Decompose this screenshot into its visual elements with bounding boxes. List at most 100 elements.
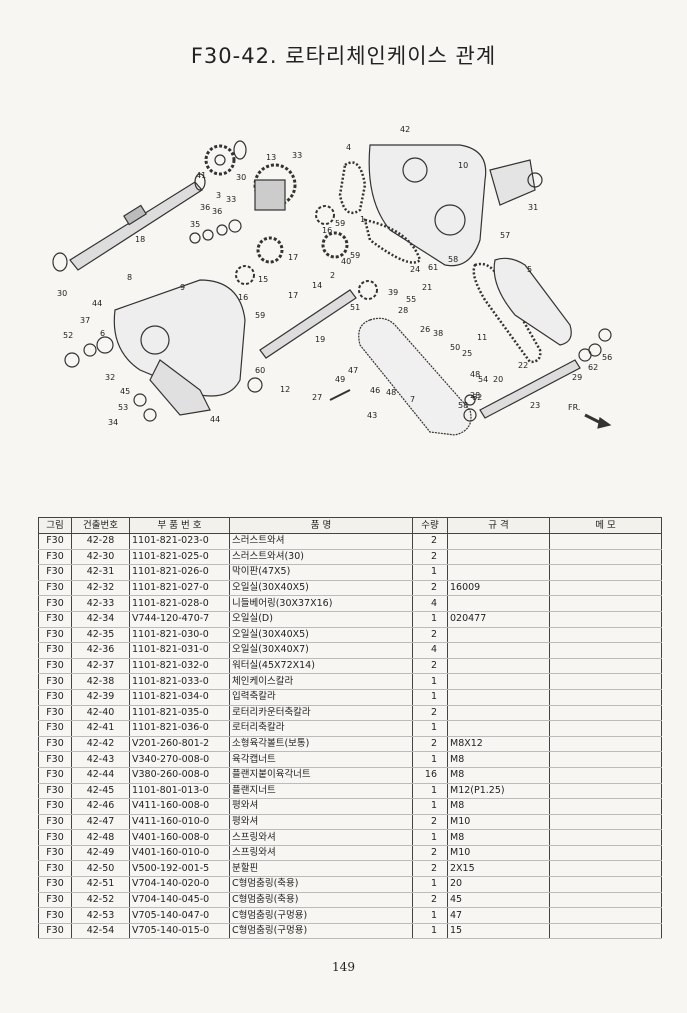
header-quantity: 수량: [412, 517, 448, 534]
callout-label: 5: [527, 265, 532, 274]
cell-part-no: 1101-821-027-0: [129, 579, 230, 597]
cell-memo: [549, 798, 662, 815]
cell-memo: [549, 922, 662, 940]
cell-part-no: 1101-821-036-0: [129, 720, 230, 737]
cell-figure: F30: [38, 860, 72, 878]
callout-label: 46: [370, 386, 380, 395]
cell-part-name: C형멈춤링(축용): [229, 891, 413, 909]
cell-quantity: 1: [412, 782, 448, 800]
header-part-name: 품 명: [229, 517, 413, 534]
header-figure: 그림: [38, 517, 72, 534]
callout-label: 8: [127, 273, 132, 282]
callout-label: 42: [400, 125, 410, 134]
cell-quantity: 2: [412, 844, 448, 862]
callout-label: 26: [420, 325, 430, 334]
callout-label: 4: [346, 143, 351, 152]
table-header-row: 그림 건출번호 부 품 번 호 품 명 수량 규 격 메 모: [38, 517, 662, 534]
cell-figure: F30: [38, 720, 72, 737]
callout-label: 50: [450, 343, 460, 352]
cell-spec: [447, 595, 550, 612]
cell-quantity: 2: [412, 657, 448, 675]
callout-label: 23: [530, 401, 540, 410]
cell-part-no: V411-160-008-0: [129, 798, 230, 815]
cell-ref-no: 42-33: [71, 595, 130, 612]
case-cover-10: [368, 144, 487, 267]
cell-figure: F30: [38, 907, 72, 924]
cell-quantity: 2: [412, 626, 448, 644]
callout-label: 38: [433, 329, 443, 338]
cell-quantity: 1: [412, 876, 448, 893]
cell-memo: [549, 579, 662, 597]
cell-spec: [447, 564, 550, 581]
cell-figure: F30: [38, 891, 72, 909]
cell-figure: F30: [38, 579, 72, 597]
cell-spec: M12(P1.25): [447, 782, 550, 800]
shaft-23: [479, 359, 581, 419]
callout-label: 29: [572, 373, 582, 382]
callout-label: 47: [348, 366, 358, 375]
cell-figure: F30: [38, 844, 72, 862]
cell-memo: [549, 751, 662, 768]
callout-label: 7: [410, 395, 415, 404]
cell-spec: [447, 626, 550, 644]
cell-memo: [549, 860, 662, 878]
callout-label: 61: [428, 263, 438, 272]
header-spec: 규 격: [447, 517, 550, 534]
cell-memo: [549, 595, 662, 612]
cell-ref-no: 42-49: [71, 844, 130, 862]
cell-part-name: 막이판(47X5): [229, 564, 413, 581]
callout-label: 25: [462, 349, 472, 358]
cell-ref-no: 42-51: [71, 876, 130, 893]
cell-part-no: V201-260-801-2: [129, 735, 230, 753]
callout-label: 16: [322, 226, 332, 235]
cell-part-no: 1101-821-030-0: [129, 626, 230, 644]
callout-label: 18: [135, 235, 145, 244]
cell-part-name: C형멈춤링(구멍용): [229, 922, 413, 940]
cell-quantity: 2: [412, 891, 448, 909]
cell-part-no: V704-140-045-0: [129, 891, 230, 909]
cell-quantity: 2: [412, 579, 448, 597]
cell-part-no: 1101-821-032-0: [129, 657, 230, 675]
callout-label: 59: [335, 219, 345, 228]
cell-figure: F30: [38, 751, 72, 768]
chain-4: [338, 161, 367, 215]
cell-memo: [549, 876, 662, 893]
cell-quantity: 2: [412, 813, 448, 831]
cell-spec: [447, 642, 550, 659]
cell-spec: [447, 533, 550, 550]
cell-quantity: 16: [412, 766, 448, 784]
callout-label: 33: [226, 195, 236, 204]
callout-label: 33: [292, 151, 302, 160]
cell-figure: F30: [38, 766, 72, 784]
cell-spec: [447, 688, 550, 706]
cell-part-no: 1101-821-035-0: [129, 704, 230, 722]
cell-part-name: 로터리카운터축칼라: [229, 704, 413, 722]
cell-figure: F30: [38, 548, 72, 566]
callout-label: 53: [118, 403, 128, 412]
cell-spec: M8: [447, 766, 550, 784]
callout-label: 31: [528, 203, 538, 212]
cell-part-no: V705-140-047-0: [129, 907, 230, 924]
callout-label: 44: [92, 299, 102, 308]
cell-spec: M8X12: [447, 735, 550, 753]
cell-quantity: 2: [412, 533, 448, 550]
cell-part-no: V705-140-015-0: [129, 922, 230, 940]
cell-memo: [549, 813, 662, 831]
case-9: [113, 279, 246, 397]
cell-ref-no: 42-45: [71, 782, 130, 800]
cell-part-no: 1101-821-033-0: [129, 673, 230, 690]
cell-ref-no: 42-50: [71, 860, 130, 878]
cell-part-name: 체인케이스칼라: [229, 673, 413, 690]
cell-figure: F30: [38, 564, 72, 581]
callout-label: 60: [255, 366, 265, 375]
cell-part-name: 소형육각볼트(보통): [229, 735, 413, 753]
cell-ref-no: 42-54: [71, 922, 130, 940]
cell-quantity: 1: [412, 688, 448, 706]
